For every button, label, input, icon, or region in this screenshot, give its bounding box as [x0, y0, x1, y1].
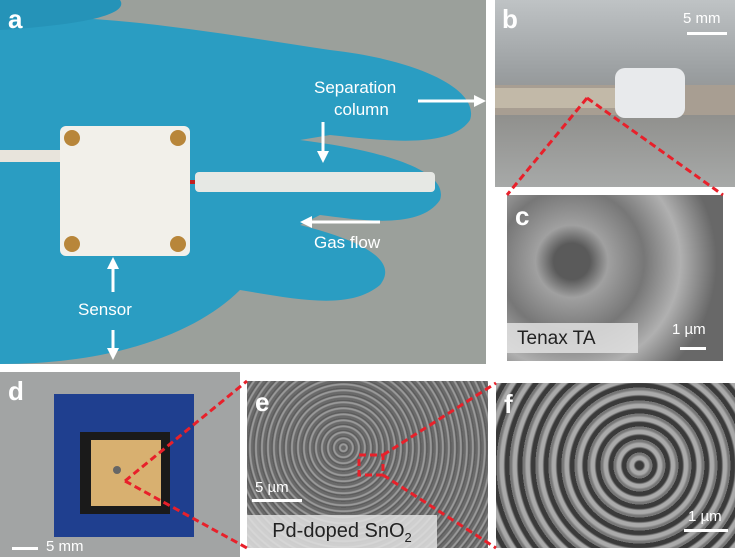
panel-c-material-label: Tenax TA [507, 323, 638, 353]
panel-b-scale-bar [687, 32, 727, 35]
panel-b-label: b [502, 4, 518, 34]
panel-e-label: e [255, 387, 270, 417]
panel-f-label: f [504, 389, 513, 419]
panel-e-scale-text: 5 µm [255, 479, 289, 496]
gas-flow-label: Gas flow [314, 233, 381, 252]
sensor-label: Sensor [78, 300, 132, 319]
panel-c-scale-bar [680, 347, 706, 350]
panel-d-photo: d 5 mm [0, 372, 240, 557]
separation-column-label-1: Separation [314, 78, 397, 97]
panel-b-scale-text: 5 mm [683, 10, 721, 27]
separation-column-label-2: column [334, 100, 389, 119]
panel-c-label: c [515, 201, 530, 231]
panel-a-label: a [8, 4, 23, 34]
panel-d-scale-bar [12, 547, 38, 550]
panel-e-sem-image: e 5 µm Pd-doped SnO2 [247, 381, 488, 548]
panel-d-scale-text: 5 mm [46, 538, 84, 555]
arrows [107, 95, 486, 360]
glove-illustration [0, 0, 472, 364]
panel-f-scale-bar [684, 529, 728, 532]
panel-e-scale-bar [252, 499, 302, 502]
panel-f-sem-image: f 1 µm [496, 383, 735, 548]
panel-c-sem-image: c Tenax TA 1 µm [507, 195, 723, 361]
panel-e-material-label: Pd-doped SnO2 [247, 515, 437, 548]
panel-a-photo: a Separation column Gas flow Sensor [0, 0, 486, 364]
panel-e-material-text: Pd-doped SnO [272, 520, 405, 542]
panel-f-scale-text: 1 µm [688, 508, 722, 525]
panel-e-material-subscript: 2 [404, 530, 412, 545]
column-illustration [495, 68, 735, 118]
panel-d-label: d [8, 376, 24, 406]
panel-c-scale-text: 1 µm [672, 321, 706, 338]
sensor-chip-illustration [54, 394, 194, 537]
panel-b-photo: b 5 mm [495, 0, 735, 187]
